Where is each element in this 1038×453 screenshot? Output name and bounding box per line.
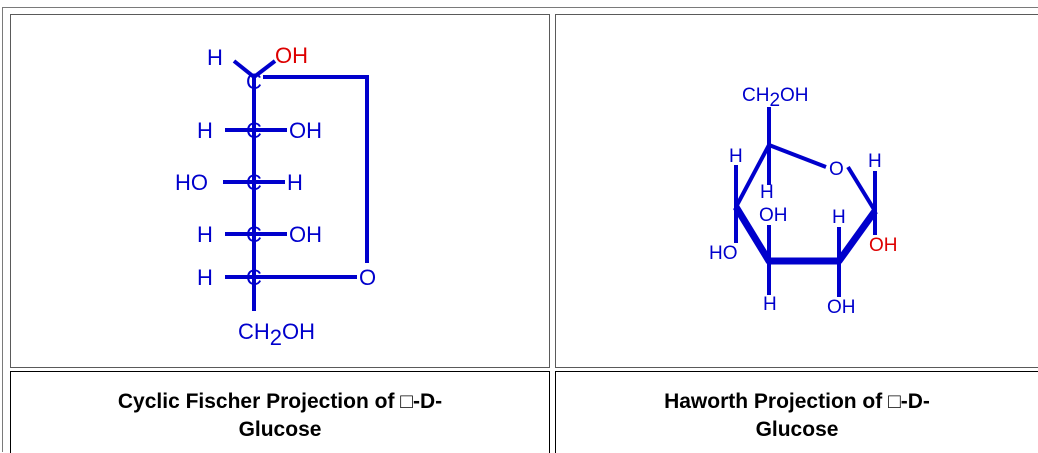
fischer-c3-ho-label: HO	[175, 170, 208, 195]
fischer-ring-bond-top	[263, 75, 369, 263]
haworth-substituent-bonds	[734, 107, 877, 297]
haworth-c2-oh-label: OH	[827, 297, 856, 318]
haworth-front-edge	[733, 205, 878, 265]
haworth-front-bonds	[733, 205, 878, 265]
fischer-c4-label: C	[246, 222, 262, 247]
fischer-c2-oh-label: OH	[289, 118, 322, 143]
fischer-ch2oh-oh: OH	[282, 319, 315, 344]
fischer-caption: Cyclic Fischer Projection of □-D- Glucos…	[118, 382, 442, 444]
haworth-c3-oh-label: OH	[759, 205, 788, 226]
haworth-c5-c4-bond	[734, 144, 771, 208]
figure-table: H OH C H C OH HO C H H C OH H C O CH2OH	[2, 7, 1038, 453]
fischer-c1-h-label: H	[207, 45, 223, 70]
fischer-c4-h-label: H	[197, 222, 213, 247]
fischer-ch2oh-label: CH2OH	[238, 319, 315, 350]
haworth-c5-h-label: H	[760, 182, 774, 203]
haworth-o-c1-bond	[846, 165, 877, 213]
haworth-ring-oxygen-label: O	[829, 159, 844, 180]
haworth-image-cell: CH2OH O H OH H OH H OH H HO H	[555, 14, 1038, 368]
haworth-caption-line2: Glucose	[755, 417, 839, 441]
fischer-c1-h-bond	[232, 59, 256, 79]
haworth-c4-ho-label: HO	[709, 243, 738, 264]
fischer-caption-cell: Cyclic Fischer Projection of □-D- Glucos…	[10, 371, 550, 453]
haworth-c5-o-bond	[768, 143, 827, 169]
fischer-c1-label: C	[246, 69, 262, 94]
fischer-bonds	[223, 59, 369, 311]
fischer-c5-label: C	[246, 265, 262, 290]
haworth-c1-h-label: H	[868, 151, 882, 172]
haworth-c4-h-label: H	[729, 146, 743, 167]
haworth-ch2oh-sub: 2	[769, 90, 780, 111]
fischer-c3-h-label: H	[287, 170, 303, 195]
fischer-ch2oh-ch: CH	[238, 319, 270, 344]
fischer-ch2oh-sub: 2	[270, 325, 282, 350]
fischer-c2-h-label: H	[197, 118, 213, 143]
haworth-c3-h-label: H	[763, 294, 777, 315]
fischer-projection-diagram: H OH C H C OH HO C H H C OH H C O CH2OH	[175, 43, 376, 350]
fischer-c5-h-label: H	[197, 265, 213, 290]
fischer-ring-oxygen-label: O	[359, 265, 376, 290]
fischer-c2-label: C	[246, 118, 262, 143]
haworth-caption-line1: Haworth Projection of □-D-	[664, 389, 930, 413]
fischer-image-cell: H OH C H C OH HO C H H C OH H C O CH2OH	[10, 14, 550, 368]
fischer-c1-oh-bond	[252, 59, 277, 79]
fischer-caption-line2: Glucose	[238, 417, 322, 441]
fischer-c1-oh-label: OH	[275, 43, 308, 68]
fischer-caption-line1: Cyclic Fischer Projection of □-D-	[117, 389, 443, 413]
haworth-ch2oh-label: CH2OH	[742, 85, 809, 111]
haworth-c2-h-label: H	[832, 207, 846, 228]
haworth-ch2oh-ch: CH	[742, 85, 769, 106]
haworth-caption: Haworth Projection of □-D- Glucose	[664, 382, 930, 444]
haworth-caption-cell: Haworth Projection of □-D- Glucose	[555, 371, 1038, 453]
haworth-ring-bonds	[734, 143, 877, 213]
haworth-c1-oh-label: OH	[869, 235, 898, 256]
fischer-c4-oh-label: OH	[289, 222, 322, 247]
haworth-projection-diagram: CH2OH O H OH H OH H OH H HO H	[709, 85, 898, 318]
haworth-ch2oh-oh: OH	[780, 85, 809, 106]
fischer-c3-label: C	[246, 170, 262, 195]
